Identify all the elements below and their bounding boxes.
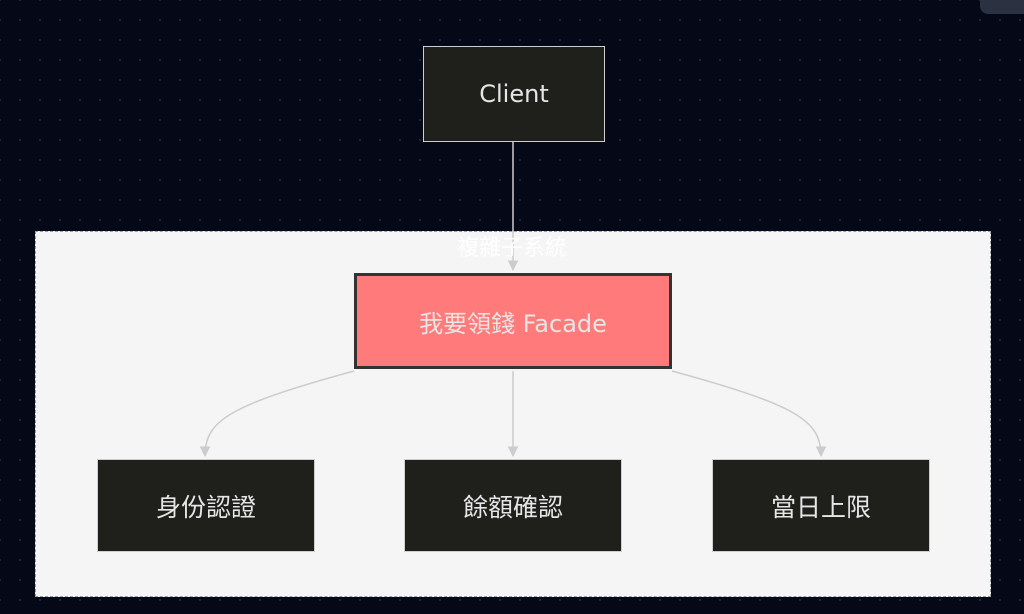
component-node-label: 當日上限 xyxy=(770,492,871,522)
component-node-limit: 當日上限 xyxy=(712,459,930,552)
client-node: Client xyxy=(423,46,605,142)
component-node-auth: 身份認證 xyxy=(97,459,315,552)
component-node-label: 身份認證 xyxy=(155,492,256,522)
facade-node: 我要領錢 Facade xyxy=(354,273,672,369)
facade-node-label: 我要領錢 Facade xyxy=(419,309,607,338)
component-node-balance: 餘額確認 xyxy=(404,459,622,552)
component-node-label: 餘額確認 xyxy=(462,492,563,522)
subsystem-label: 複雜子系統 xyxy=(456,236,567,261)
corner-tab xyxy=(980,0,1024,14)
client-node-label: Client xyxy=(479,80,549,108)
